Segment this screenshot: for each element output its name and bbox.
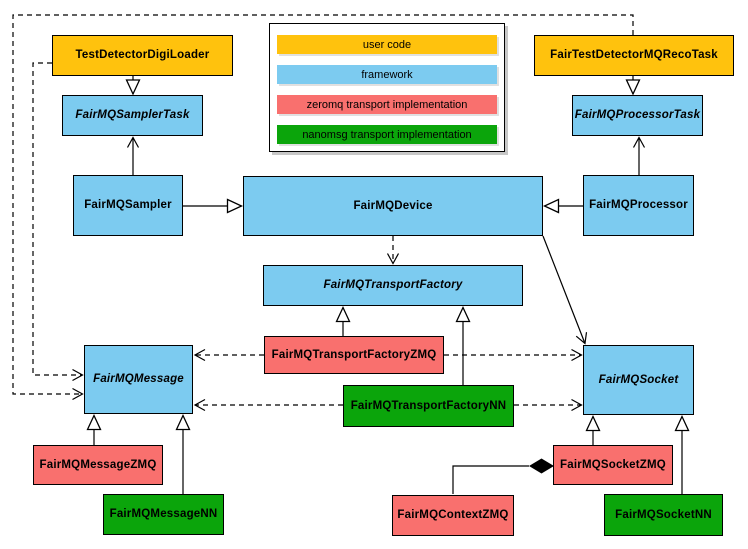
node-fairmq-message-nn: FairMQMessageNN — [103, 494, 224, 535]
node-fairmq-message-zmq: FairMQMessageZMQ — [33, 445, 163, 485]
legend-label: framework — [361, 68, 413, 81]
node-fairmq-device: FairMQDevice — [243, 176, 543, 236]
legend-item-framework: framework — [277, 65, 497, 84]
node-fair-test-detector-mq-reco-task: FairTestDetectorMQRecoTask — [534, 35, 734, 76]
node-fairmq-processor: FairMQProcessor — [583, 175, 694, 236]
node-fairmq-socket-nn: FairMQSocketNN — [604, 494, 723, 536]
node-fairmq-processor-task: FairMQProcessorTask — [572, 95, 703, 136]
legend-label: nanomsg transport implementation — [302, 128, 472, 141]
edge-assoc-device-socket — [542, 235, 588, 345]
legend-item-nanomsg: nanomsg transport implementation — [277, 125, 497, 144]
node-fairmq-transport-factory-zmq: FairMQTransportFactoryZMQ — [264, 336, 444, 374]
node-fairmq-sampler-task: FairMQSamplerTask — [62, 95, 203, 136]
legend-label: zeromq transport implementation — [306, 98, 468, 111]
legend-item-zeromq: zeromq transport implementation — [277, 95, 497, 114]
legend-item-user-code: user code — [277, 35, 497, 54]
node-fairmq-sampler: FairMQSampler — [73, 175, 183, 236]
node-fairmq-context-zmq: FairMQContextZMQ — [392, 495, 514, 536]
node-fairmq-socket: FairMQSocket — [583, 345, 694, 415]
node-fairmq-message: FairMQMessage — [84, 345, 193, 414]
edge-comp-socketzmq-contextzmq — [452, 465, 529, 494]
legend: user code framework zeromq transport imp… — [269, 23, 505, 152]
composition-diamond-icon — [529, 458, 554, 474]
node-fairmq-transport-factory-nn: FairMQTransportFactoryNN — [343, 385, 514, 427]
node-test-detector-digi-loader: TestDetectorDigiLoader — [52, 35, 233, 76]
node-fairmq-socket-zmq: FairMQSocketZMQ — [553, 445, 673, 485]
legend-label: user code — [362, 38, 412, 51]
node-fairmq-transport-factory: FairMQTransportFactory — [263, 265, 523, 306]
